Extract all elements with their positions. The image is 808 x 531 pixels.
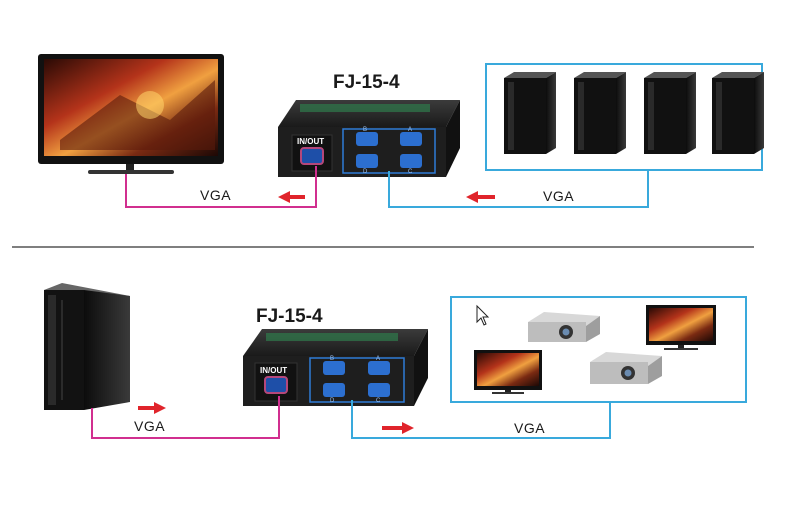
bottom-output-port-d <box>323 383 345 397</box>
bottom-vga-switch: IN/OUT B A D C <box>243 329 428 406</box>
pc-tower <box>644 72 696 154</box>
bottom-io-label: IN/OUT <box>260 366 287 375</box>
top-vga-switch: IN/OUT B A D C <box>278 100 460 177</box>
bottom-blue-cable <box>351 400 611 439</box>
bottom-vga-right-label: VGA <box>514 420 545 436</box>
bottom-input-port <box>264 376 288 394</box>
bottom-display-group-box <box>450 296 747 403</box>
bottom-output-port-group <box>309 357 405 403</box>
top-output-port-d <box>356 154 378 168</box>
pc-tower <box>712 72 764 154</box>
bottom-left-arrow <box>138 402 166 414</box>
top-section: FJ-15-4 IN/OUT B A D C VGA <box>38 54 764 208</box>
projector <box>528 312 600 342</box>
tv-monitor <box>38 54 224 174</box>
pc-tower <box>504 72 556 154</box>
projector <box>590 352 662 384</box>
display-monitor <box>474 350 542 394</box>
pc-tower <box>574 72 626 154</box>
top-port-label-a: A <box>408 127 412 133</box>
top-vga-right-label: VGA <box>543 188 574 204</box>
bottom-port-label-c: C <box>376 398 381 404</box>
top-vga-left-label: VGA <box>200 187 231 203</box>
top-port-label-d: D <box>363 169 368 175</box>
top-blue-cable <box>388 171 649 208</box>
bottom-port-label-b: B <box>330 356 334 362</box>
bottom-magenta-cable <box>91 396 280 439</box>
top-output-port-a <box>400 132 422 146</box>
top-pc-towers <box>504 72 764 154</box>
top-port-label-c: C <box>408 169 413 175</box>
bottom-vga-left-label: VGA <box>134 418 165 434</box>
display-monitor <box>646 305 716 350</box>
top-magenta-cable <box>125 166 317 208</box>
top-input-port <box>300 147 324 165</box>
bottom-output-port-a <box>368 361 390 375</box>
top-io-label: IN/OUT <box>297 137 324 146</box>
bottom-port-label-a: A <box>376 356 380 362</box>
mouse-cursor-icon <box>476 304 490 326</box>
bottom-output-port-c <box>368 383 390 397</box>
pc-tower-source <box>44 283 130 410</box>
top-output-port-c <box>400 154 422 168</box>
bottom-port-label-d: D <box>330 398 335 404</box>
top-left-arrow <box>278 191 305 203</box>
top-output-port-b <box>356 132 378 146</box>
bottom-right-arrow <box>382 422 414 434</box>
bottom-output-port-b <box>323 361 345 375</box>
top-port-label-b: B <box>363 127 367 133</box>
bottom-section: FJ-15-4 IN/OUT B A D C VGA VGA <box>44 283 747 439</box>
top-right-arrow <box>466 191 495 203</box>
bottom-model-label: FJ-15-4 <box>256 306 323 327</box>
top-model-label: FJ-15-4 <box>333 72 400 93</box>
